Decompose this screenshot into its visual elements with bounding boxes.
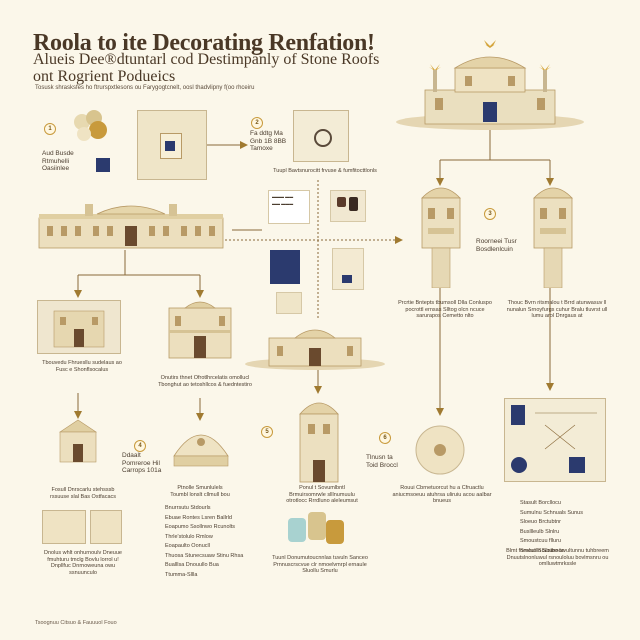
domed-tower-illustration xyxy=(299,402,339,483)
bullet-item: Sumulnu Schnuals Sunus xyxy=(520,509,583,516)
step-4-label-c: Carrops 101a xyxy=(122,467,162,474)
blue-sample-swatch xyxy=(96,158,110,172)
facade-card xyxy=(37,300,121,354)
bullet-item: Eoapaulto Oonucll xyxy=(165,543,210,549)
low-center-block: Ptnolle Smunlulels Toumbl lonslt cllmull… xyxy=(140,485,260,498)
step-1-badge: 1 xyxy=(44,123,56,135)
tower-left-illustration xyxy=(421,187,461,288)
subtitle-line-2: ont Rogrient Podueics xyxy=(33,68,176,85)
document-thumb: ▬▬▬ ▬▬▬▬ ▬▬▬ xyxy=(268,190,310,224)
page-subtitle: Alueis Dee®dtuntarl cod Destimpanly of S… xyxy=(33,51,379,85)
center-top-text: Tuupl Bavtsnurocitt frvuse & fumfitocttl… xyxy=(273,168,377,174)
mid-center-text: Onutirs thnet Ofrotlhrcelatis omollucl T… xyxy=(158,375,252,388)
small-sample-thumb xyxy=(276,292,302,314)
bottom-center-text: Tuunl Donumutoucnnlas tuvuln Sanceo Prnn… xyxy=(272,555,368,574)
intro-text: Tosusk shrasksfes ho ftrurspxtlesons ou … xyxy=(35,85,255,91)
step-1-label-a: Aud Busde xyxy=(42,150,74,157)
bullet-item: Bnurrsutu Stdourls xyxy=(165,505,211,511)
bullet-item: Ttumma-Sllla xyxy=(165,571,198,578)
step-6-badge: 6 xyxy=(379,432,391,444)
right-text-b: Thouc Bvrn ritsmalou t Brrd atunwasuv ll… xyxy=(506,300,608,319)
tile-sample-a xyxy=(42,510,86,544)
mid-left-text-a: Tbouvedu Fhruesllu sudelaus ao Fusc e Sh… xyxy=(42,360,122,373)
step-1-label-b: Rtmuhelli xyxy=(42,157,70,165)
step-6-label-b: Toid Broccl xyxy=(366,461,398,469)
step-4-label: Ddaalt Pomreroe Hil Carrops 101a xyxy=(122,452,161,475)
low-center-title: Ptnolle Smunlulels xyxy=(177,485,223,491)
left-bullet-list: Bnurrsutu Stdourls Ebuae Rontes Lsren Ba… xyxy=(165,505,260,581)
bottom-right-text: Blmt forwluo Sbuslbo lzvultunnu tuhbreem… xyxy=(506,548,609,567)
step-2-label-b: Gnb 1B 8BB xyxy=(250,137,287,145)
palace-illustration xyxy=(396,40,584,130)
footer-text: Tsoognuu Citsuo & Fauuuol Fouo xyxy=(35,620,117,626)
right-diagram-card xyxy=(504,398,606,482)
bullet-item: Smoulllo Sbunnoe xyxy=(520,547,565,554)
bullet-item: Eoapumo Ssollnwo Rcunolts xyxy=(165,524,236,530)
bullet-item: Stasult Borcllocu xyxy=(520,500,561,506)
stone-tile-thumb xyxy=(330,190,366,222)
bullet-item: Busllleulb Slnlru xyxy=(520,528,560,535)
bullet-item: Sloeuo Brctubtnr xyxy=(520,519,561,525)
step-4-label-b: Pomreroe Hil xyxy=(122,459,160,467)
step-4-label-a: Ddaalt xyxy=(122,452,141,459)
stone-disk-illustration xyxy=(415,425,465,475)
step-2-label: Fa ddtg Ma Gnb 1B 8BB Tamoxe xyxy=(250,130,286,153)
bullet-item: Thrle'stolulo Rmlow xyxy=(165,533,213,540)
step-3-badge: 3 xyxy=(484,208,496,220)
step-1-label-c: Oasiinlee xyxy=(42,165,70,172)
bullet-item: Bualllsa Dnouullo Bua xyxy=(165,562,219,568)
bullet-item: Smoustcuu flluru xyxy=(520,538,561,544)
step-1-label: Aud Busde Rtmuhelli Oasiinlee xyxy=(42,150,74,173)
bullet-item: Ebuae Rontes Lsren Ballrld xyxy=(165,514,232,521)
chapel-illustration xyxy=(59,419,97,463)
right-text-a: Prcrtie Bntepts tbumsoll Dlla Conluspo p… xyxy=(398,300,492,319)
dome-illustration xyxy=(173,434,229,467)
church-facade-illustration xyxy=(168,301,232,359)
step-1-card xyxy=(137,110,207,180)
mid-left-text: Tbouvedu Fhruesllu sudelaus ao Fusc e Sh… xyxy=(37,360,127,373)
material-swatches xyxy=(288,512,344,544)
chart-thumb xyxy=(332,248,364,290)
mid-rdisk-text: Ponul t Sovumlbntl Brmuirsomrwle slllnum… xyxy=(286,485,358,504)
step-3-label-b: Bosdlenlcuin xyxy=(476,245,513,253)
stone-samples-icon xyxy=(74,110,107,141)
long-building-illustration xyxy=(38,204,224,249)
lower-palace-illustration xyxy=(245,329,385,370)
low-left-text: Fosull Dnrscarlu stehsssb rssuuse slal B… xyxy=(49,487,117,500)
bullet-item: Thuosa Stunecsuaw Stinu Rhsa xyxy=(165,552,244,559)
low-center-sub: Toumbl lonslt cllmull bou xyxy=(170,491,230,498)
step-2-label-c: Tamoxe xyxy=(250,145,273,152)
step-3-label: Roorneei Tusr Bosdlenlcuin xyxy=(476,238,517,253)
tower-right-illustration xyxy=(533,187,573,288)
step-2-label-a: Fa ddtg Ma xyxy=(250,130,283,137)
step-2-card xyxy=(293,110,349,162)
subtitle-line-1: Alueis Dee®dtuntarl cod Destimpanly of S… xyxy=(33,51,380,68)
page-title: Roola to ite Decorating Renfation! xyxy=(33,30,375,56)
right-bullet-list: Stasult Borcllocu Sumulnu Schnuals Sunus… xyxy=(520,500,615,557)
step-6-label-a: Tlnusn ta xyxy=(366,454,393,461)
step-6-label: Tlnusn ta Toid Broccl xyxy=(366,454,398,469)
navy-book-thumb xyxy=(270,250,300,284)
tile-sample-b xyxy=(90,510,122,544)
step-3-label-a: Roorneei Tusr xyxy=(476,238,517,245)
step-5-badge: 5 xyxy=(261,426,273,438)
far-left-low-text: Dnolus whlt onhurnoulv Dneuue fmuhturu t… xyxy=(44,550,122,576)
step-2-badge: 2 xyxy=(251,117,263,129)
step-4-badge: 4 xyxy=(134,440,146,452)
low-right-text: Rouui Cbrnetuorcut hu a Cfruactlu aniucm… xyxy=(392,485,492,504)
